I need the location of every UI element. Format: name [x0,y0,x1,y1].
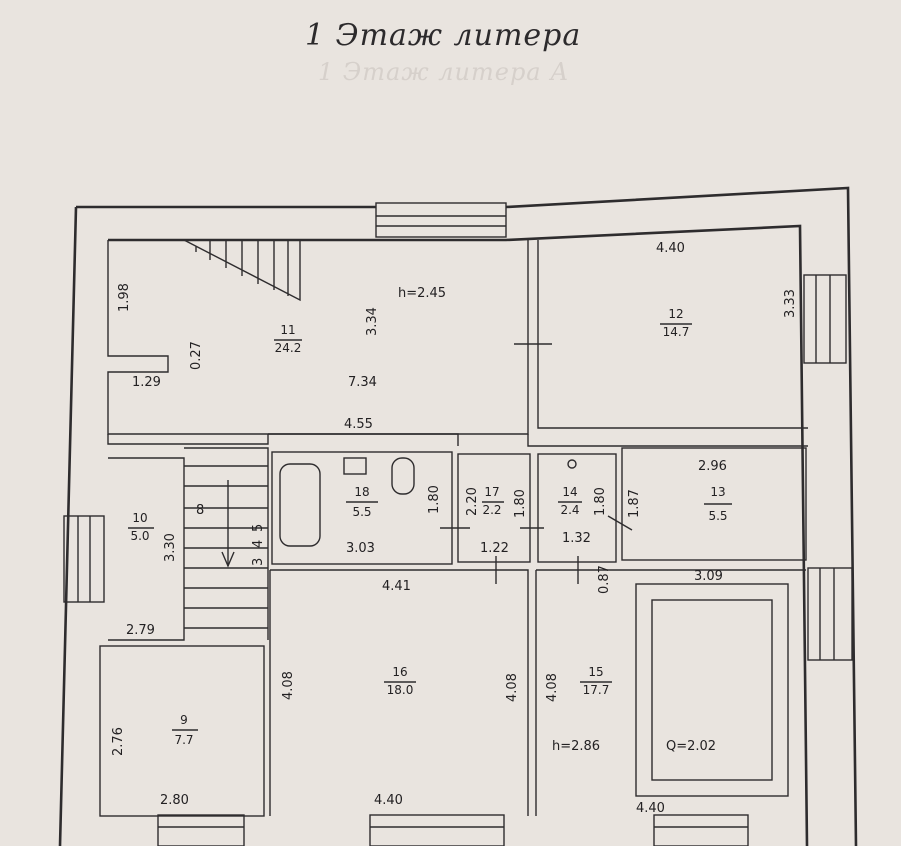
stair-label-8: 8 [196,503,204,518]
room-10-walls [108,457,185,641]
dim-296: 2.96 [698,459,727,474]
dim-303: 3.03 [346,541,375,556]
room-15-inner-frame [635,583,789,797]
stair-label-4: 4 [251,540,266,548]
window-left [63,515,105,603]
middle-walls [107,433,808,447]
room-14-walls [537,453,617,563]
dim-180b: 1.80 [513,489,528,518]
outer-wall [58,186,858,846]
dim-440-mid: 4.40 [374,793,403,808]
dim-187: 1.87 [627,489,642,518]
dim-129: 1.29 [132,375,161,390]
dim-280: 2.80 [160,793,189,808]
room-13-area: 5.5 [708,509,727,523]
room-9-area: 7.7 [174,733,193,747]
dim-734: 7.34 [348,375,377,390]
dim-440-top: 4.40 [656,241,685,256]
room-17-area: 2.2 [482,503,501,517]
window-bottom-2 [369,814,505,846]
toilet [391,457,415,495]
room-14-id: 14 [562,485,577,499]
dim-440-right: 4.40 [636,801,665,816]
dim-087: 0.87 [597,565,612,594]
room-12-id: 12 [668,307,683,321]
room-11-id: 11 [280,323,295,337]
room-14-area: 2.4 [560,503,579,517]
dim-333: 3.33 [783,289,798,318]
window-right-2 [807,567,853,661]
dim-334: 3.34 [365,307,380,336]
room-9-walls [99,645,265,817]
height-lower: h=2.86 [552,739,600,754]
room-18-id: 18 [354,485,369,499]
area-note: Q=2.02 [666,739,716,754]
dim-455: 4.55 [344,417,373,432]
dim-408a: 4.08 [281,671,296,700]
dim-198: 1.98 [117,283,132,312]
dim-027: 0.27 [189,341,204,370]
room-17-id: 17 [484,485,499,499]
dim-408c: 4.08 [545,673,560,702]
room-15-id: 15 [588,665,603,679]
stair-middle [184,447,269,640]
room-15-area: 17.7 [583,683,610,697]
inner-outer-wall [108,224,809,846]
room-16-id: 16 [392,665,407,679]
window-bottom-1 [157,814,245,846]
dim-330: 3.30 [163,533,178,562]
dim-180c: 1.80 [593,487,608,516]
bathtub [279,463,321,547]
height-main: h=2.45 [398,286,446,301]
room-12-area: 14.7 [663,325,690,339]
room-16-area: 18.0 [387,683,414,697]
room-11-walls [107,240,529,435]
room-11-area: 24.2 [275,341,302,355]
dim-279: 2.79 [126,623,155,638]
dim-441: 4.41 [382,579,411,594]
dim-180a: 1.80 [427,485,442,514]
room-9-id: 9 [180,713,188,727]
room-15-inner-box [651,599,773,781]
lower-walls [269,569,806,816]
window-bottom-3 [653,814,749,846]
dim-309: 3.09 [694,569,723,584]
window-right-1 [803,274,847,364]
room-18-walls [271,451,453,565]
dim-132: 1.32 [562,531,591,546]
room-18-area: 5.5 [352,505,371,519]
room-17-walls [457,453,531,563]
ghost-title: 1 Этаж литера А [318,58,570,86]
room-13-walls [621,447,807,561]
window-top [375,202,507,238]
stair-top [183,239,301,302]
room-13-id: 13 [710,485,725,499]
dim-408b: 4.08 [505,673,520,702]
floor-title: 1 Этаж литера [305,18,582,53]
dim-122: 1.22 [480,541,509,556]
room-10-id: 10 [132,511,147,525]
room-10-area: 5.0 [130,529,149,543]
dim-220: 2.20 [465,487,480,516]
dim-276: 2.76 [111,727,126,756]
stair-label-5: 5 [251,524,266,532]
sink [343,457,367,475]
stair-label-3: 3 [251,558,266,566]
room-12-walls [537,240,808,429]
